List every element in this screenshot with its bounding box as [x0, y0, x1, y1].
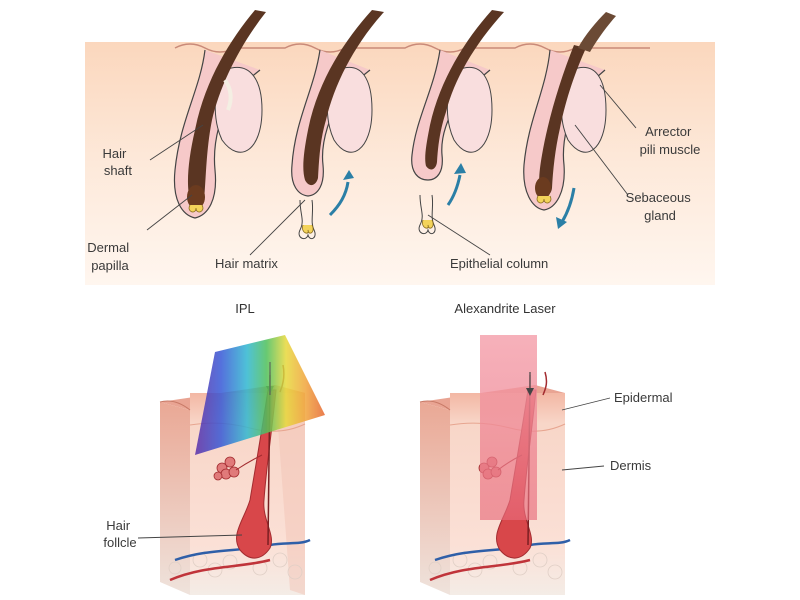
label-epithelial-column: Epithelial column — [450, 256, 548, 271]
laser-beam — [480, 335, 537, 520]
hair-cycle-panel: Hair shaft Dermal papilla Hair matrix Ep… — [85, 10, 715, 285]
label-dermis: Dermis — [610, 458, 652, 473]
label-hair-follicle: Hair follcle — [103, 518, 136, 550]
ipl-title: IPL — [235, 301, 255, 316]
label-hair-matrix: Hair matrix — [215, 256, 278, 271]
label-epidermal: Epidermal — [614, 390, 673, 405]
ipl-panel: IPL H — [103, 301, 325, 595]
laser-panel: Alexandrite Laser Epidermal Dermi — [420, 301, 673, 595]
skin-block-front — [420, 402, 450, 595]
skin-block-front — [160, 402, 190, 595]
laser-title: Alexandrite Laser — [454, 301, 556, 316]
